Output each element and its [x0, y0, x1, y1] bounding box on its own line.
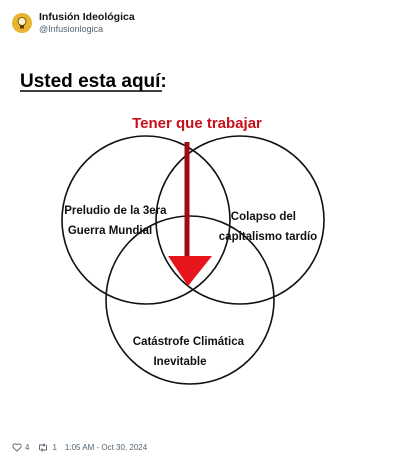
meme-image: Usted esta aquí: Tener que trabajar Prel… — [0, 60, 400, 430]
circle-bottom-label-line-2: Inevitable — [153, 356, 206, 368]
circle-left-label-line-2: Guerra Mundial — [68, 225, 152, 237]
author-handle[interactable]: @Infusionlogica — [39, 23, 104, 34]
venn-circle-right — [155, 135, 325, 305]
post-timestamp[interactable]: 1:05 AM - Oct 30, 2024 — [64, 442, 148, 452]
lightbulb-head-icon — [17, 17, 27, 29]
circle-right-label: Colapso del capitalismo tardío — [219, 211, 317, 243]
circle-left-label-line-1: Preludio de la 3era — [64, 205, 167, 217]
arrow-shaft — [184, 142, 190, 260]
circle-bottom-label: Catástrofe Climática Inevitable — [133, 336, 247, 368]
circle-right-label-line-1: Colapso del — [231, 211, 296, 223]
circle-bottom-label-line-1: Catástrofe Climática — [133, 336, 245, 348]
circle-right-label-line-2: capitalismo tardío — [219, 231, 317, 243]
like-count: 4 — [25, 442, 30, 452]
arrow-head — [168, 256, 212, 286]
arrow-label: Tener que trabajar — [132, 115, 262, 132]
like-button[interactable]: 4 — [12, 443, 29, 452]
circle-left-label: Preludio de la 3era Guerra Mundial — [64, 205, 169, 237]
venn-diagram: Usted esta aquí: Tener que trabajar Prel… — [20, 71, 325, 385]
avatar[interactable] — [12, 13, 32, 33]
post-footer: 4 1 1:05 AM - Oct 30, 2024 — [12, 440, 147, 454]
heart-icon — [12, 442, 22, 452]
venn-circle-bottom — [105, 215, 275, 385]
meme-title: Usted esta aquí: — [20, 71, 167, 92]
repost-icon — [39, 442, 48, 452]
post-header: Infusión Ideológica @Infusionlogica — [12, 10, 135, 36]
repost-button[interactable]: 1 — [37, 442, 57, 452]
repost-count: 1 — [52, 442, 57, 452]
venn-circle-left — [61, 135, 231, 305]
author-display-name[interactable]: Infusión Ideológica — [39, 11, 135, 24]
